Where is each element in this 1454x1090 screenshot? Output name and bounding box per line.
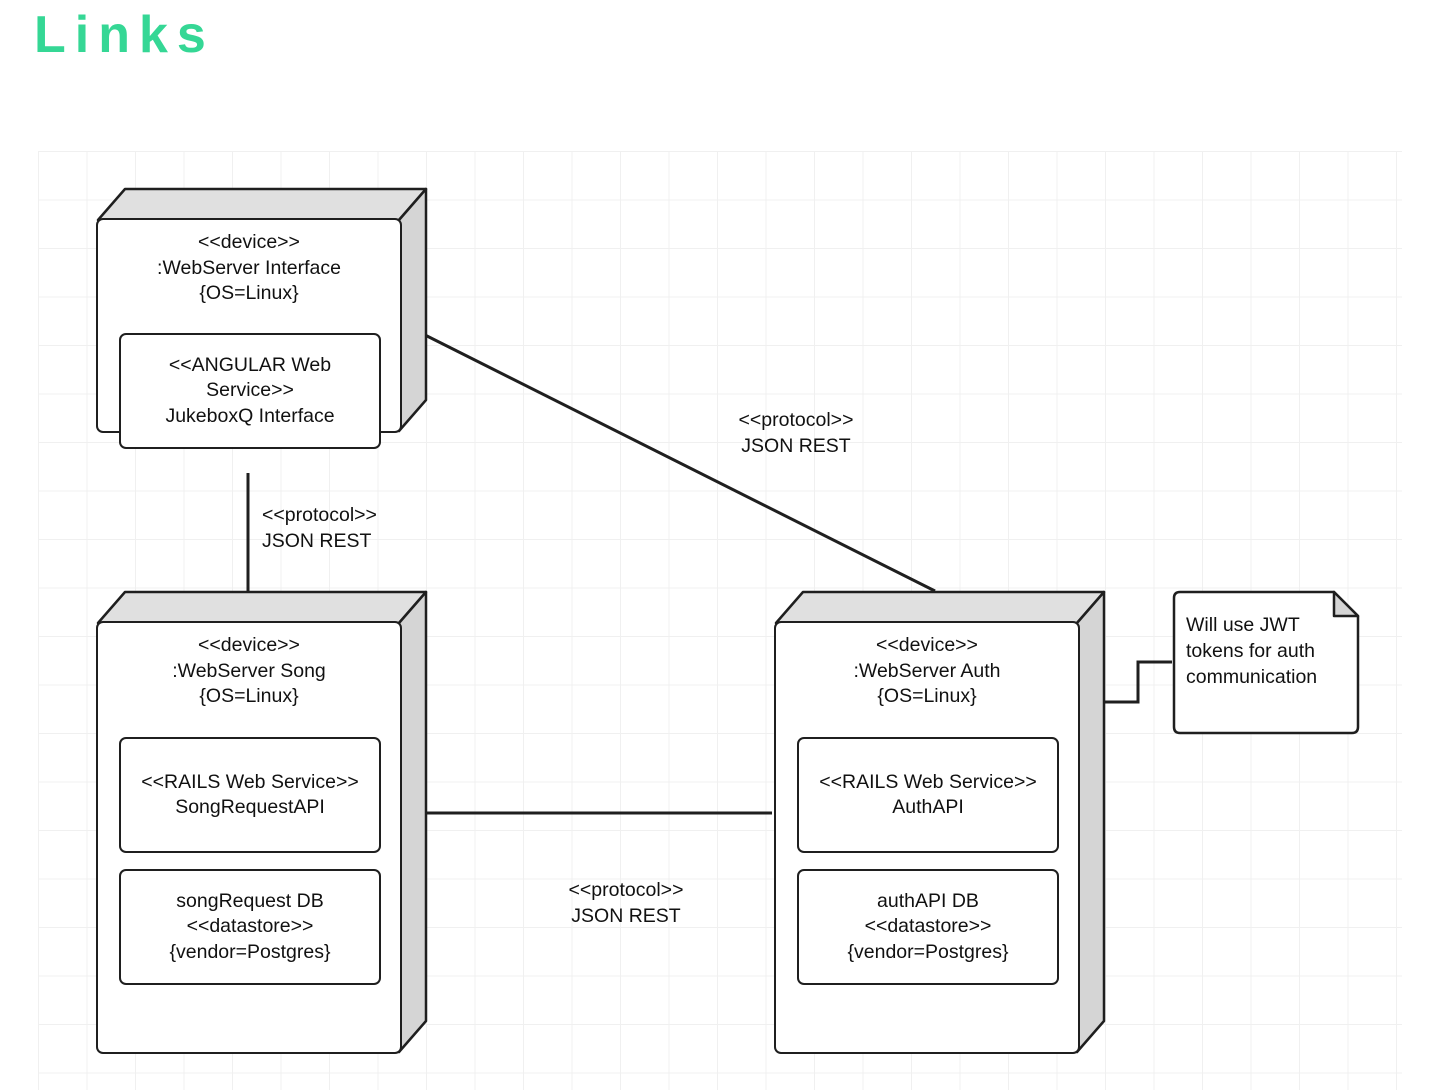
connector-layer <box>246 333 1172 815</box>
node-right-face <box>397 187 428 433</box>
artifact-songrequestapi[interactable]: <<RAILS Web Service>> SongRequestAPI <box>119 737 381 853</box>
artifact-label: songRequest DB <<datastore>> {vendor=Pos… <box>169 889 331 963</box>
diagram-canvas[interactable]: <<device>> :WebServer Interface {OS=Linu… <box>38 151 1402 1090</box>
artifact-jukeboxq-interface[interactable]: <<ANGULAR Web Service>> JukeboxQ Interfa… <box>119 333 381 449</box>
node-top-face <box>774 590 1106 625</box>
page-title: Links <box>34 6 215 64</box>
node-top-face <box>96 187 428 222</box>
note-shape <box>1172 590 1360 735</box>
artifact-authapi[interactable]: <<RAILS Web Service>> AuthAPI <box>797 737 1059 853</box>
artifact-label: <<RAILS Web Service>> AuthAPI <box>819 770 1037 819</box>
node-header-label: <<device>> :WebServer Song {OS=Linux} <box>172 634 326 707</box>
connector-auth-note[interactable] <box>1105 660 1172 704</box>
node-header-label: <<device>> :WebServer Auth {OS=Linux} <box>853 634 1001 707</box>
node-header-label: <<device>> :WebServer Interface {OS=Linu… <box>157 231 341 304</box>
node-right-face <box>397 590 428 1054</box>
artifact-label: <<RAILS Web Service>> SongRequestAPI <box>141 770 359 819</box>
connector-interface-auth[interactable] <box>424 333 936 593</box>
edge-label-interface-auth: <<protocol>> JSON REST <box>738 409 854 457</box>
artifact-label: <<ANGULAR Web Service>> JukeboxQ Interfa… <box>165 353 335 427</box>
node-right-face <box>1075 590 1106 1054</box>
note-text: Will use JWT tokens for auth communicati… <box>1186 614 1318 688</box>
node-webserver-interface[interactable]: <<device>> :WebServer Interface {OS=Linu… <box>92 184 428 449</box>
node-webserver-song[interactable]: <<device>> :WebServer Song {OS=Linux} <<… <box>92 587 428 1055</box>
note-folded-corner-icon <box>1332 590 1360 618</box>
node-webserver-auth[interactable]: <<device>> :WebServer Auth {OS=Linux} <<… <box>770 587 1106 1055</box>
artifact-authapi-db[interactable]: authAPI DB <<datastore>> {vendor=Postgre… <box>797 869 1059 985</box>
note-jwt[interactable]: Will use JWT tokens for auth communicati… <box>1172 590 1360 735</box>
artifact-songrequest-db[interactable]: songRequest DB <<datastore>> {vendor=Pos… <box>119 869 381 985</box>
node-top-face <box>96 590 428 625</box>
edge-label-interface-song: <<protocol>> JSON REST <box>262 504 377 552</box>
artifact-label: authAPI DB <<datastore>> {vendor=Postgre… <box>847 889 1009 963</box>
edge-label-song-auth: <<protocol>> JSON REST <box>568 879 684 927</box>
